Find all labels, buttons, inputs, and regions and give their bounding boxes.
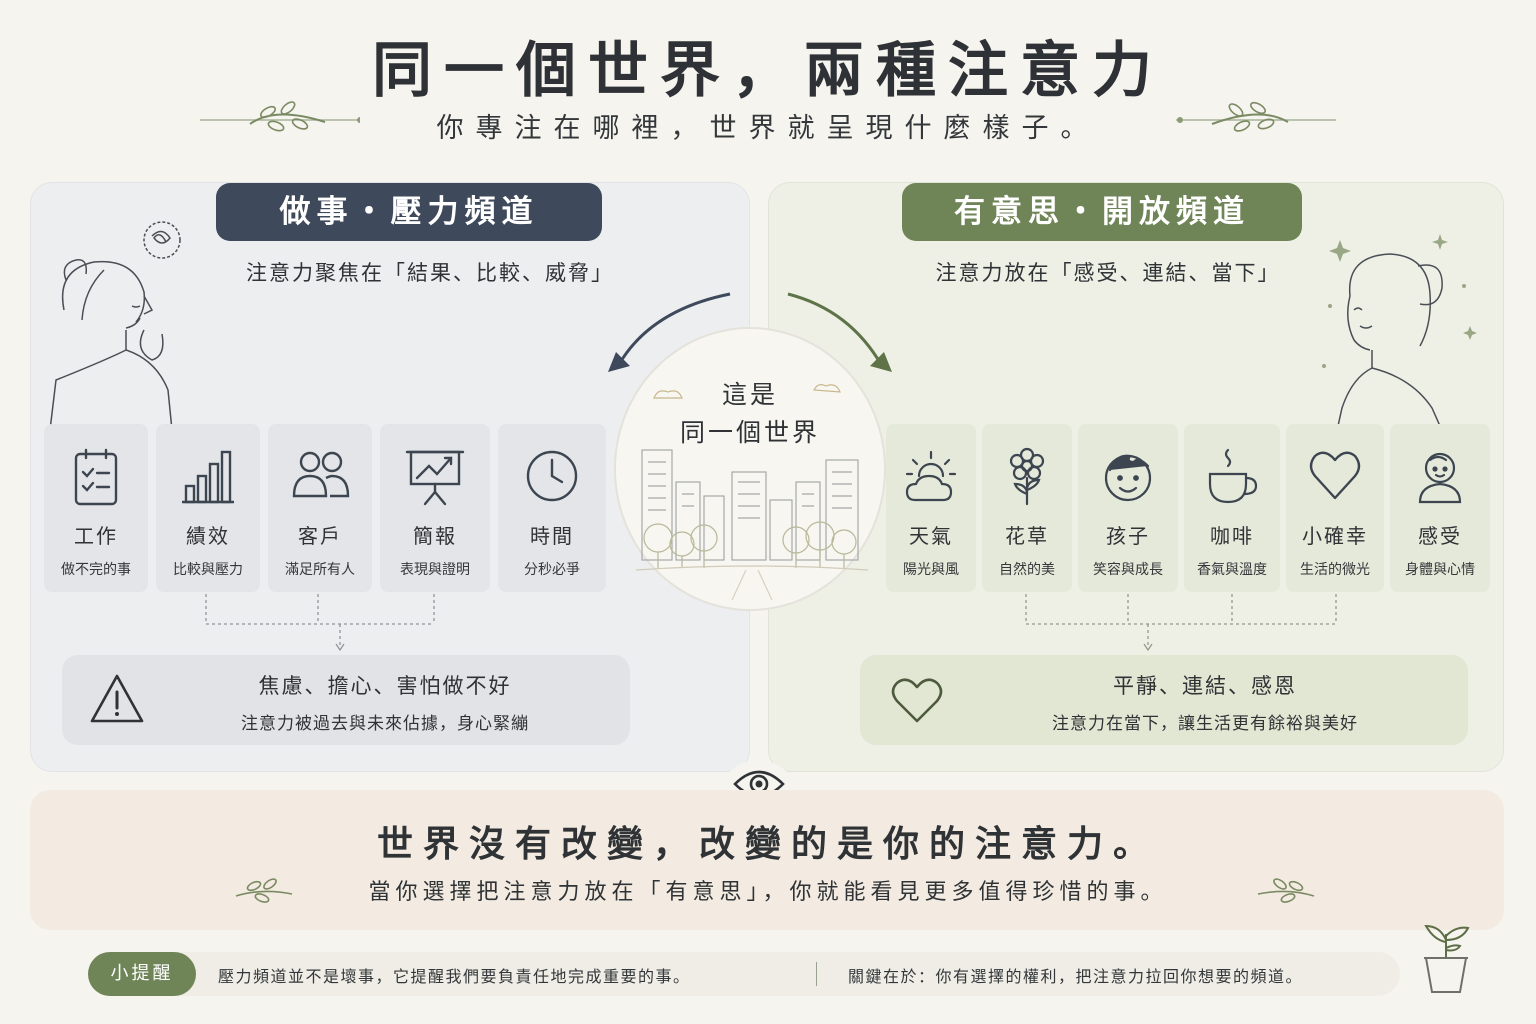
key-message-box [30,790,1504,930]
open-connector-lines [1025,594,1337,652]
tip-text-2: 關鍵在於：你有選擇的權利，把注意力拉回你想要的頻道。 [848,967,1304,986]
tip-badge: 小提醒 [88,952,196,996]
card-work: 工作 做不完的事 [44,424,148,592]
card-desc: 笑容與成長 [1093,562,1163,578]
stress-result-title: 焦慮、擔心、害怕做不好 [258,674,512,698]
card-coffee: 咖啡 香氣與溫度 [1184,424,1280,592]
curved-arrow-left-icon [608,292,731,372]
same-world-line2: 同一個世界 [679,418,820,447]
leaf-sprig-left-icon [200,101,360,132]
city-illustration [636,384,868,600]
checklist-icon [74,448,118,506]
calm-woman-illustration [1322,234,1477,426]
card-title: 天氣 [909,524,953,548]
key-message-title: 世界沒有改變，改變的是你的注意力。 [376,824,1159,865]
flower-icon [1009,447,1045,506]
card-performance: 績效 比較與壓力 [156,424,260,592]
stress-connector-lines [205,594,435,652]
child-face-icon [1104,454,1152,502]
page-subtitle: 你專注在哪裡，世界就呈現什麼樣子。 [436,113,1100,144]
page-title: 同一個世界，兩種注意力 [372,36,1164,106]
stress-channel-subtitle: 注意力聚焦在「結果、比較、威脅」 [246,261,614,285]
card-title: 時間 [530,524,574,548]
card-desc: 滿足所有人 [285,562,355,578]
card-flowers: 花草 自然的美 [982,424,1072,592]
card-title: 工作 [74,524,118,548]
leaf-sprig-right-icon [1176,101,1336,132]
card-desc: 比較與壓力 [173,562,243,578]
card-title: 簡報 [413,524,457,548]
card-title: 孩子 [1106,524,1150,548]
curved-arrow-right-icon [787,292,892,372]
clock-icon [526,450,578,502]
card-title: 感受 [1418,524,1462,548]
card-feelings: 感受 身體與心情 [1390,424,1490,592]
card-time: 時間 分秒必爭 [498,424,606,592]
potted-plant-icon [1424,924,1470,993]
card-title: 小確幸 [1302,524,1368,548]
card-desc: 分秒必爭 [524,562,580,578]
warning-icon [90,674,144,723]
card-desc: 香氣與溫度 [1197,562,1267,578]
card-desc: 表現與證明 [400,562,470,578]
sun-cloud-icon [905,450,957,502]
stress-result-box [62,655,630,745]
card-little-joys: 小確幸 生活的微光 [1286,424,1384,592]
people-icon [292,451,350,498]
card-presentation: 簡報 表現與證明 [380,424,490,592]
tip-text-1: 壓力頻道並不是壞事，它提醒我們要負責任地完成重要的事。 [218,967,691,986]
bar-chart-icon [182,450,234,504]
card-children: 孩子 笑容與成長 [1078,424,1178,592]
same-world-circle [614,327,886,611]
card-desc: 自然的美 [999,562,1055,578]
leaf-sprig-small-left-icon [235,878,293,903]
card-desc: 身體與心情 [1405,562,1475,578]
card-title: 績效 [186,524,230,548]
card-desc: 陽光與風 [903,562,959,578]
person-icon [1418,452,1462,504]
same-world-line1: 這是 [721,380,778,409]
card-weather: 天氣 陽光與風 [886,424,976,592]
card-title: 花草 [1005,524,1049,548]
open-channel-badge: 有意思・開放頻道 [902,183,1302,241]
card-title: 咖啡 [1210,524,1254,548]
open-result-title: 平靜、連結、感恩 [1113,674,1297,698]
open-result-desc: 注意力在當下，讓生活更有餘裕與美好 [1052,714,1358,734]
key-message-subtitle: 當你選擇把注意力放在「有意思」，你就能看見更多值得珍惜的事。 [368,880,1168,905]
tip-bar [88,952,1400,996]
same-world-label: 這是 同一個世界 [614,376,886,452]
card-desc: 做不完的事 [61,562,131,578]
open-result-box [860,655,1468,745]
tip-divider [816,962,817,986]
stress-channel-badge: 做事・壓力頻道 [216,183,602,241]
card-title: 客戶 [298,524,342,548]
open-channel-subtitle: 注意力放在「感受、連結、當下」 [935,261,1281,285]
leaf-sprig-small-right-icon [1257,878,1315,903]
stressed-woman-illustration [49,221,181,430]
card-clients: 客戶 滿足所有人 [268,424,372,592]
heart-icon [1309,451,1361,500]
heart-outline-icon [891,678,943,723]
coffee-cup-icon [1208,448,1258,504]
stress-result-desc: 注意力被過去與未來佔據，身心緊繃 [241,714,529,734]
card-desc: 生活的微光 [1300,562,1370,578]
presentation-icon [405,450,465,506]
